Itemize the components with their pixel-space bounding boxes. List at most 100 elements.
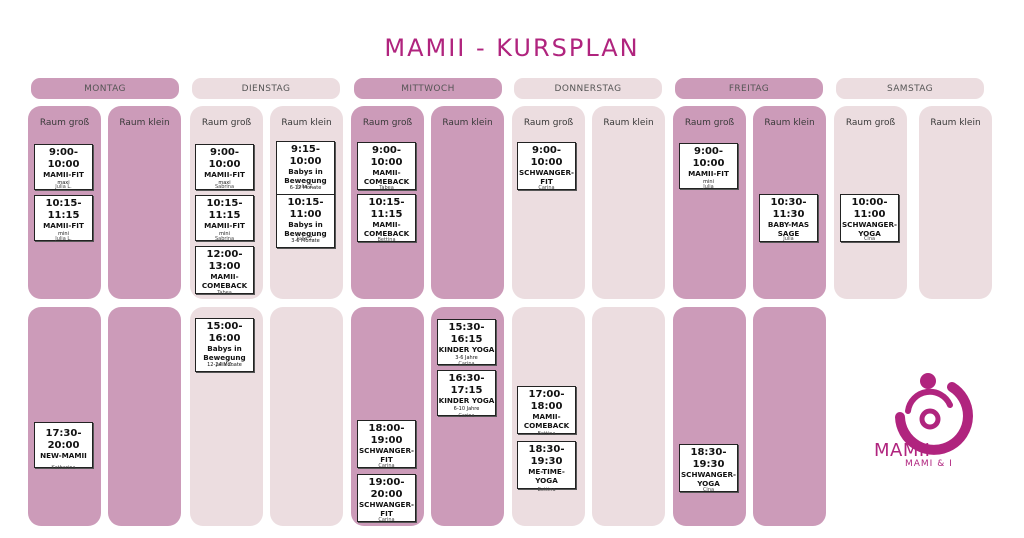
room-label-small: Raum klein bbox=[442, 118, 493, 128]
column-monday-large-pm bbox=[28, 307, 101, 526]
room-label-small: Raum klein bbox=[281, 118, 332, 128]
column-saturday-small-am bbox=[919, 106, 992, 299]
trainer-name: Cina bbox=[702, 487, 715, 493]
page-title: MAMII - KURSPLAN bbox=[384, 34, 640, 62]
day-header-wednesday: MITTWOCH bbox=[354, 78, 502, 99]
course-card: 18:30-19:30 SCHWANGER-YOGA bbox=[679, 444, 738, 492]
room-label-large: Raum groß bbox=[523, 118, 574, 128]
course-name: SCHWANGER-YOGA bbox=[842, 220, 897, 238]
course-name: MAMII-COMEBACK bbox=[201, 272, 248, 290]
course-time: 9:00-10:00 bbox=[47, 147, 80, 170]
trainer-name: Julia bbox=[783, 236, 794, 242]
room-label-small: Raum klein bbox=[603, 118, 654, 128]
course-name: SCHWANGER-FIT bbox=[359, 500, 414, 518]
column-monday-small-am bbox=[108, 106, 181, 299]
course-time: 9:00-10:00 bbox=[530, 145, 563, 168]
course-time: 9:00-10:00 bbox=[692, 146, 725, 169]
course-time: 15:30-16:15 bbox=[448, 322, 485, 345]
logo-wordmark: MAMII bbox=[874, 440, 931, 461]
course-card: 17:30-20:00 NEW-MAMII bbox=[34, 422, 93, 468]
trainer-name: Julia Z. bbox=[296, 184, 315, 190]
course-card: 19:00-20:00 SCHWANGER-FIT bbox=[357, 474, 416, 522]
course-card: 9:00-10:00 MAMII-FIT maxi bbox=[34, 144, 93, 190]
course-name: MAMII-COMEBACK bbox=[363, 168, 410, 186]
course-card: 15:00-16:00 Babys in Bewegung 12-24 Mona… bbox=[195, 318, 254, 372]
trainer-name: Carina bbox=[378, 463, 395, 469]
room-label-large: Raum groß bbox=[684, 118, 735, 128]
course-card: 9:00-10:00 MAMII-FIT mini bbox=[679, 143, 738, 189]
course-time: 18:00-19:00 bbox=[368, 423, 405, 446]
course-time: 10:15-11:15 bbox=[206, 198, 243, 221]
trainer-name: Bettina bbox=[377, 237, 396, 243]
day-header-saturday: SAMSTAG bbox=[836, 78, 984, 99]
course-card: 16:30-17:15 KINDER YOGA 6-10 Jahre bbox=[437, 370, 496, 416]
course-time: 10:15-11:15 bbox=[368, 197, 405, 220]
trainer-name: Bettina bbox=[537, 487, 556, 493]
trainer-name: Julia Z. bbox=[296, 236, 315, 242]
course-card: 17:00-18:00 MAMII-COMEBACK bbox=[517, 386, 576, 434]
day-header-friday: FREITAG bbox=[675, 78, 823, 99]
course-card: 10:15-11:15 MAMII-FIT mini bbox=[195, 195, 254, 241]
column-wednesday-small-am bbox=[431, 106, 504, 299]
logo-tagline: MAMI & I bbox=[905, 459, 953, 469]
course-name: KINDER YOGA bbox=[438, 345, 495, 354]
course-time: 18:30-19:30 bbox=[528, 444, 565, 467]
course-time: 16:30-17:15 bbox=[448, 373, 485, 396]
day-header-thursday: DONNERSTAG bbox=[514, 78, 662, 99]
course-card: 10:00-11:00 SCHWANGER-YOGA bbox=[840, 194, 899, 242]
trainer-name: Sabrina bbox=[214, 236, 235, 242]
course-time: 10:30-11:30 bbox=[770, 197, 807, 220]
mother-child-logo-icon bbox=[895, 373, 973, 455]
course-card: 18:00-19:00 SCHWANGER-FIT bbox=[357, 420, 416, 468]
column-tuesday-small-pm bbox=[270, 307, 343, 526]
day-header-monday: MONTAG bbox=[31, 78, 179, 99]
course-subtitle: 6-10 Jahre bbox=[453, 405, 480, 412]
trainer-name: Julia L. bbox=[55, 184, 72, 190]
column-friday-small-pm bbox=[753, 307, 826, 526]
column-friday-large-am bbox=[673, 106, 746, 299]
course-card: 9:00-10:00 SCHWANGER-FIT bbox=[517, 142, 576, 190]
course-name: MAMII-FIT bbox=[43, 221, 84, 230]
course-name: Babys in Bewegung bbox=[284, 220, 327, 238]
course-card: 15:30-16:15 KINDER YOGA 3-6 Jahre bbox=[437, 319, 496, 365]
trainer-name: Cina bbox=[863, 236, 876, 242]
course-name: Babys in Bewegung bbox=[203, 344, 246, 362]
course-name: MAMII-FIT bbox=[43, 170, 84, 179]
trainer-name: Carina bbox=[538, 185, 555, 191]
course-time: 12:00-13:00 bbox=[206, 249, 243, 272]
room-label-large: Raum groß bbox=[362, 118, 413, 128]
course-time: 9:15-10:00 bbox=[289, 144, 322, 167]
column-thursday-small-am bbox=[592, 106, 665, 299]
course-subtitle: mini bbox=[703, 178, 714, 185]
course-name: Babys in Bewegung bbox=[284, 167, 327, 185]
course-subtitle: 3-6 Monate bbox=[291, 238, 320, 244]
course-time: 17:00-18:00 bbox=[528, 389, 565, 412]
course-subtitle: maxi bbox=[57, 179, 70, 186]
course-name: MAMII-COMEBACK bbox=[523, 412, 570, 430]
course-time: 15:00-16:00 bbox=[206, 321, 243, 344]
course-subtitle: 3-6 Jahre bbox=[455, 354, 478, 361]
course-time: 10:00-11:00 bbox=[851, 197, 888, 220]
room-label-small: Raum klein bbox=[119, 118, 170, 128]
column-thursday-small-pm bbox=[592, 307, 665, 526]
column-thursday-large-am bbox=[512, 106, 585, 299]
room-label-large: Raum groß bbox=[39, 118, 90, 128]
trainer-name: Julia bbox=[703, 184, 714, 190]
trainer-name: Julia Z. bbox=[215, 362, 234, 368]
room-label-large: Raum groß bbox=[201, 118, 252, 128]
course-card: 12:00-13:00 MAMII-COMEBACK bbox=[195, 246, 254, 294]
course-card: 10:30-11:30 BABY-MASSAGE bbox=[759, 194, 818, 242]
trainer-name: Carina bbox=[458, 361, 475, 367]
trainer-name: Bettina bbox=[537, 431, 556, 437]
room-label-small: Raum klein bbox=[930, 118, 981, 128]
trainer-name: Katharina bbox=[51, 465, 76, 471]
trainer-name: Julia L. bbox=[55, 236, 72, 242]
course-time: 10:15-11:15 bbox=[45, 198, 82, 221]
course-card: 10:15-11:00 Babys in Bewegung 3-6 Monate bbox=[276, 194, 335, 248]
course-card: 10:15-11:15 MAMII-COMEBACK bbox=[357, 194, 416, 242]
course-name: KINDER YOGA bbox=[438, 396, 495, 405]
trainer-name: Carina bbox=[378, 517, 395, 523]
course-name: MAMII-FIT bbox=[204, 221, 245, 230]
trainer-name: Tabea bbox=[217, 290, 232, 296]
course-card: 18:30-19:30 ME-TIME-YOGA bbox=[517, 441, 576, 489]
